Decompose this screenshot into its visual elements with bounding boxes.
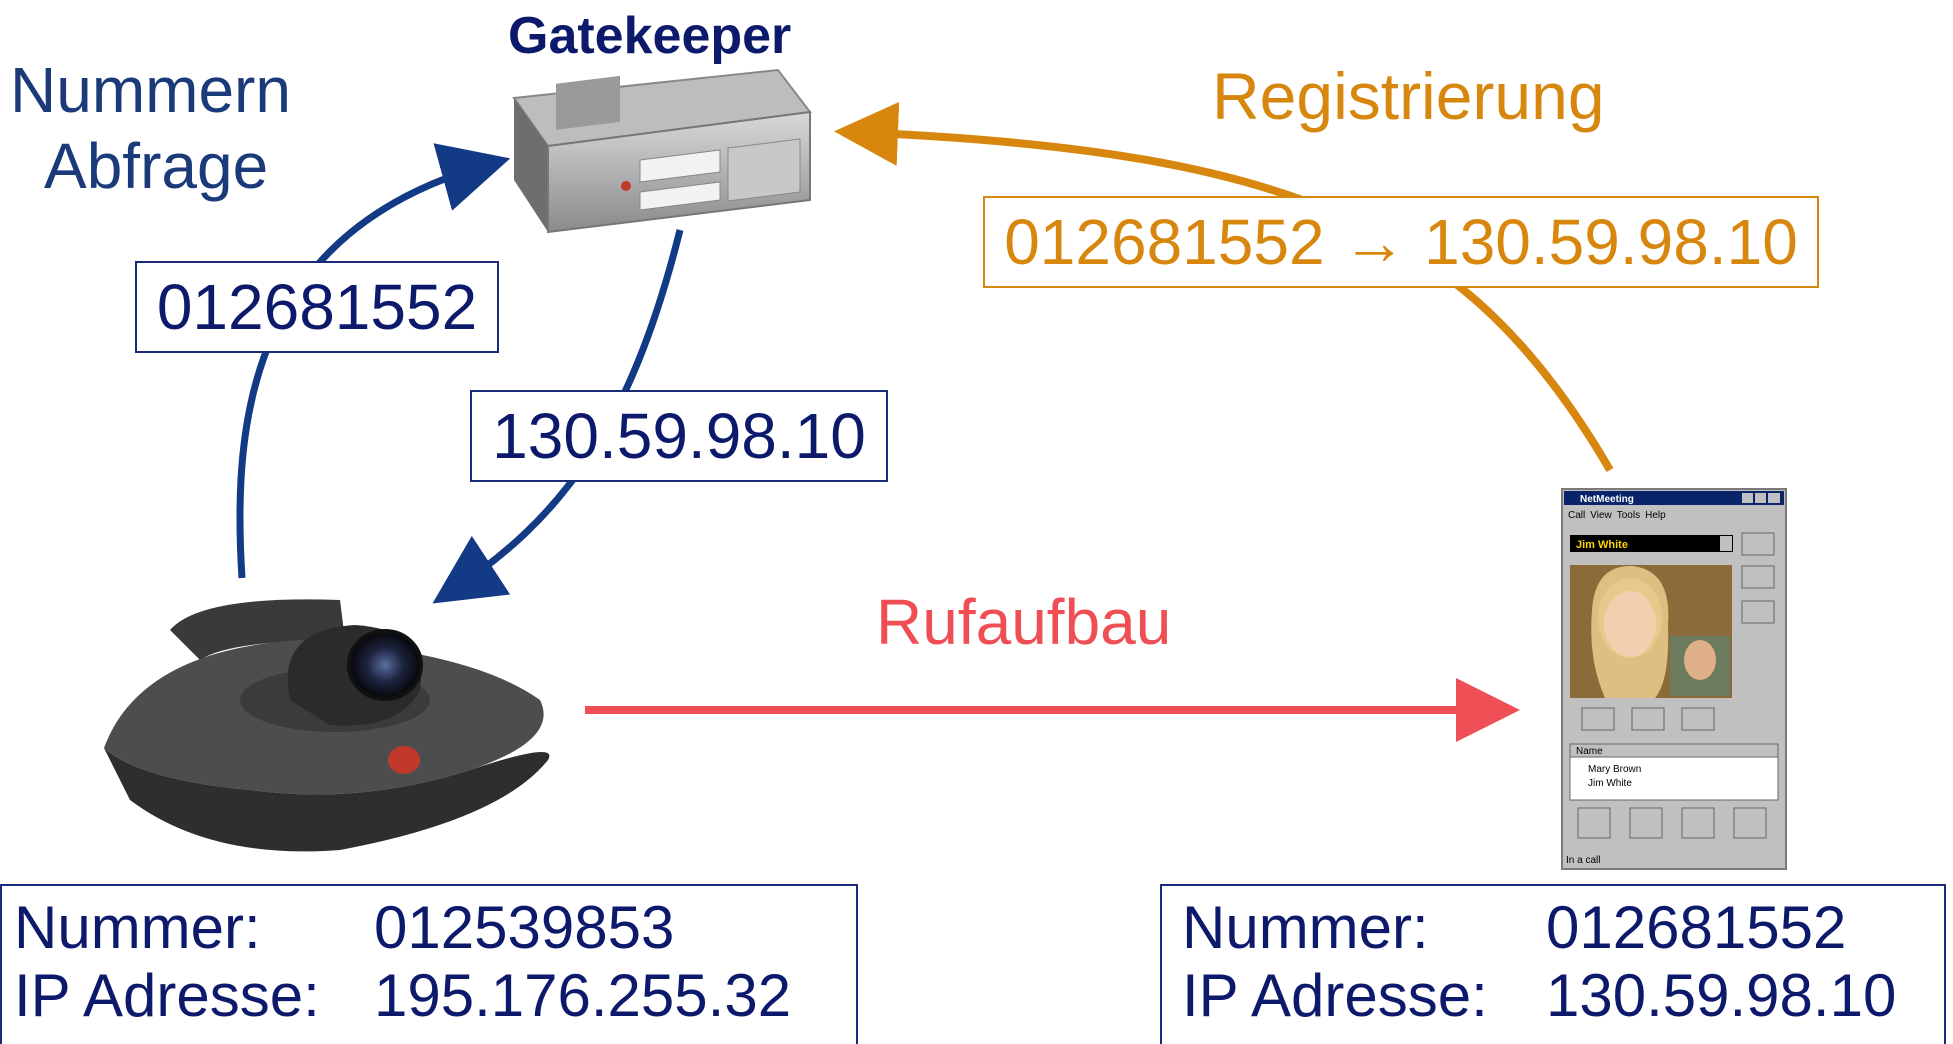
- gatekeeper-title: Gatekeeper: [508, 7, 792, 65]
- registration-arrow: [834, 101, 1614, 473]
- netmeeting-list-header: Name: [1576, 746, 1603, 757]
- ip-label: IP Adresse:: [14, 962, 320, 1029]
- query-arrow: [236, 143, 511, 579]
- endpoint-left-ip-row: IP Adresse: 195.176.255.32: [14, 962, 856, 1030]
- endpoint-left-info: Nummer: 012539853 IP Adresse: 195.176.25…: [0, 884, 858, 1044]
- netmeeting-contact: Jim White: [1576, 539, 1628, 551]
- query-title-line2: Abfrage: [44, 130, 269, 202]
- endpoint-right-ip-row: IP Adresse: 130.59.98.10: [1182, 962, 1944, 1030]
- endpoint-right-info: Nummer: 012681552 IP Adresse: 130.59.98.…: [1160, 884, 1946, 1044]
- netmeeting-title: NetMeeting: [1580, 494, 1634, 505]
- number-value: 012539853: [374, 894, 675, 961]
- registration-title: Registrierung: [1212, 59, 1605, 133]
- ip-label: IP Adresse:: [1182, 962, 1488, 1029]
- netmeeting-list-item: Jim White: [1588, 778, 1632, 789]
- endpoint-left-number-row: Nummer: 012539853: [14, 894, 856, 962]
- query-title: Nummern Abfrage: [10, 52, 291, 204]
- video-endpoint-icon: [104, 599, 550, 852]
- registration-mapping-box: 012681552 → 130.59.98.10: [983, 196, 1819, 288]
- number-label: Nummer:: [1182, 894, 1429, 961]
- netmeeting-list-item: Mary Brown: [1588, 764, 1641, 775]
- number-value: 012681552: [1546, 894, 1847, 961]
- reply-ip-box: 130.59.98.10: [470, 390, 888, 482]
- query-number-box: 012681552: [135, 261, 499, 353]
- call-setup-title: Rufaufbau: [876, 586, 1172, 658]
- ip-value: 130.59.98.10: [1546, 962, 1897, 1029]
- netmeeting-status: In a call: [1566, 855, 1600, 866]
- endpoint-right-number-row: Nummer: 012681552: [1182, 894, 1944, 962]
- ip-value: 195.176.255.32: [374, 962, 792, 1029]
- gatekeeper-server-icon: [512, 68, 812, 234]
- query-title-line1: Nummern: [10, 54, 291, 126]
- number-label: Nummer:: [14, 894, 261, 961]
